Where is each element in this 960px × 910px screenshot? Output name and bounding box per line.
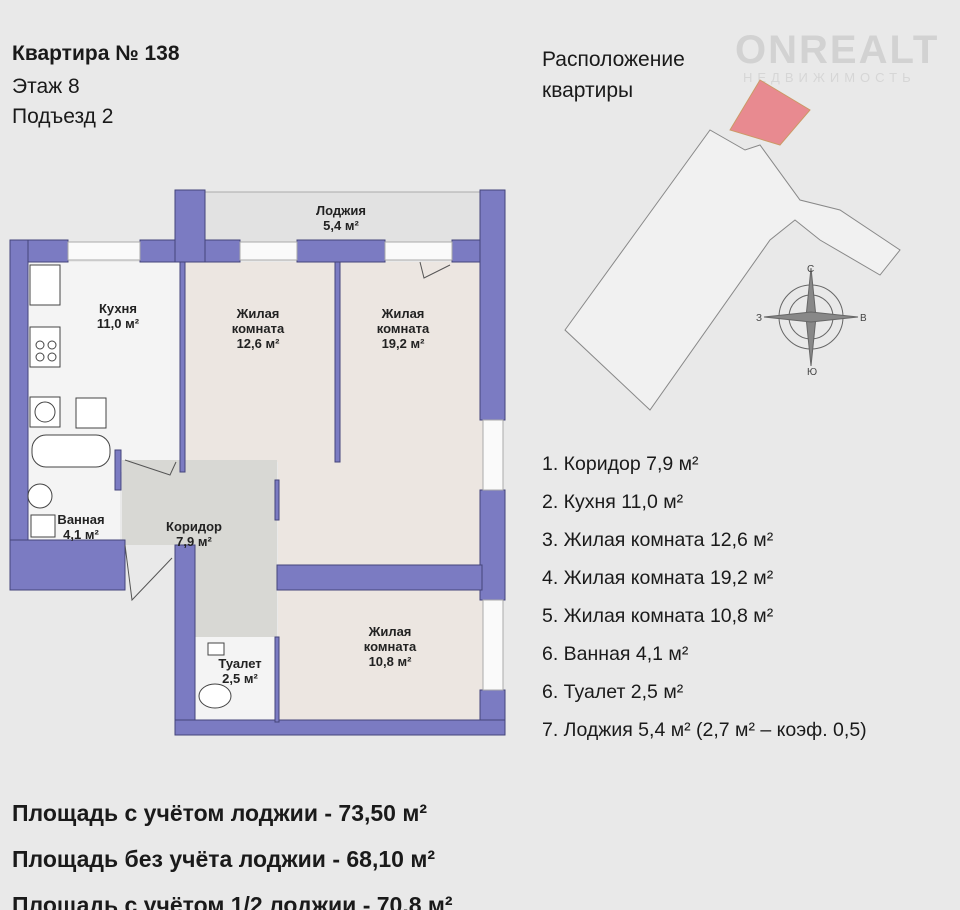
legend-item: 3. Жилая комната 12,6 м² — [542, 529, 774, 551]
total-with-loggia: Площадь с учётом лоджии - 73,50 м² — [12, 800, 428, 826]
sink-icon — [75, 397, 107, 429]
compass-w: З — [756, 313, 762, 324]
windows — [67, 241, 504, 691]
legend-item: 2. Кухня 11,0 м² — [542, 491, 684, 513]
washbasin-icon — [27, 483, 53, 509]
legend-item: 6. Туалет 2,5 м² — [542, 681, 684, 703]
location-heading: Расположение квартиры — [542, 44, 685, 106]
room-legend: 1. Коридор 7,9 м² 2. Кухня 11,0 м² 3. Жи… — [542, 452, 867, 756]
watermark-sub: НЕДВИЖИМОСТЬ — [743, 70, 916, 85]
shower-icon — [30, 514, 56, 538]
compass-s: Ю — [807, 367, 817, 378]
room-10-8-area — [278, 590, 483, 722]
washer-icon — [34, 401, 56, 423]
legend-item: 6. Ванная 4,1 м² — [542, 643, 689, 665]
floor-label: Этаж 8 — [12, 75, 80, 98]
legend-item: 5. Жилая комната 10,8 м² — [542, 605, 774, 627]
legend-item: 7. Лоджия 5,4 м² (2,7 м² – коэф. 0,5) — [542, 719, 867, 741]
fixtures — [27, 264, 232, 709]
stove-icon — [29, 264, 61, 306]
building-location-map — [564, 79, 901, 411]
legend-item: 4. Жилая комната 19,2 м² — [542, 567, 774, 589]
location-line2: квартиры — [542, 79, 634, 102]
room-19-2-area — [338, 262, 483, 567]
corridor-area — [122, 460, 277, 545]
apartment-title: Квартира № 138 — [12, 42, 180, 65]
compass-n: С — [807, 264, 814, 275]
total-half-loggia: Площадь с учётом 1/2 лоджии - 70,8 м² — [12, 892, 453, 910]
walls — [9, 189, 506, 736]
entrance-label: Подъезд 2 — [12, 105, 114, 128]
total-without-loggia: Площадь без учёта лоджии - 68,10 м² — [12, 846, 435, 872]
room-12-6-area — [185, 262, 335, 462]
doors — [124, 261, 451, 602]
loggia-area — [204, 191, 481, 245]
toilet-icon — [198, 683, 232, 709]
bathtub-icon — [31, 434, 111, 468]
compass-e: В — [860, 313, 867, 324]
legend-item: 1. Коридор 7,9 м² — [542, 453, 699, 475]
watermark-brand: ONREALT — [735, 28, 940, 72]
location-line1: Расположение — [542, 48, 685, 71]
compass-icon — [763, 267, 859, 367]
